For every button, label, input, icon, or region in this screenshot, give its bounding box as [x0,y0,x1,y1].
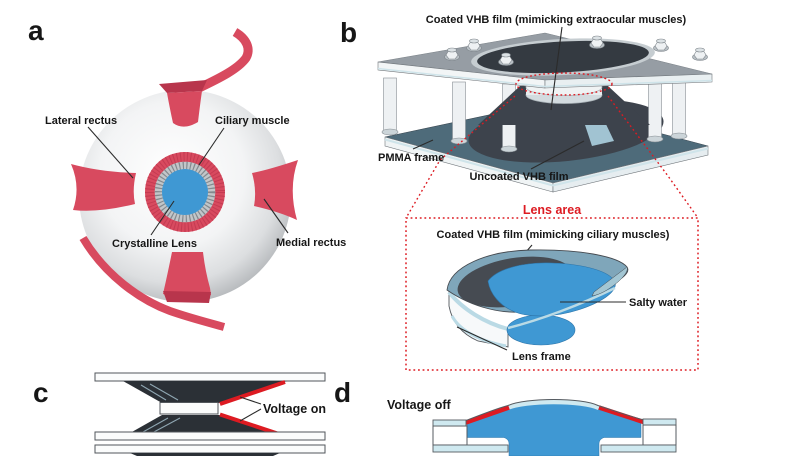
label-salty-water: Salty water [629,297,688,309]
ciliary-lens-assembly [145,152,225,232]
label-lateral-rectus: Lateral rectus [45,115,117,127]
top-plate-bar [94,372,326,382]
membrane-outline [460,399,648,423]
superior-rectus-muscle [167,91,202,127]
top-pmma-plate [377,32,713,89]
zonule-spokes [154,161,216,223]
pointer-uncoated-vhb [530,140,585,170]
pillar [646,79,664,143]
pointer-ciliary-muscle [198,127,225,166]
superior-rectus-top-face [159,80,207,93]
bottom-plate-bar-1 [94,431,326,441]
frame-top-cyan-strip [447,290,509,331]
lens-area-box: Lens area Coated VHB film (mimicking cil… [405,203,699,371]
lens-area-dotted-border [405,217,699,371]
superior-oblique-ribbon [197,28,253,93]
flattened-lens-bar [159,402,219,415]
pillar [381,77,399,136]
bottom-plate-bar-2 [94,444,326,454]
bolts [444,35,708,66]
frame-left-bottom-plate [432,444,509,453]
inferior-oblique-ribbon [79,235,226,331]
bolt-icon [692,47,708,61]
frame-right-body [642,424,677,446]
inferior-rectus-muscle [163,252,211,299]
bolt-icon [444,47,460,61]
label-lens-frame: Lens frame [512,351,571,363]
label-crystalline-lens: Crystalline Lens [112,238,197,250]
label-voltage-on: Voltage on [263,402,326,416]
upper-film-cone [123,381,287,403]
lens-frame-right [600,418,677,453]
membrane-uncoated-center [506,399,601,411]
disc-right-rim [591,266,628,297]
panel-d: d Voltage off [334,377,677,456]
label-uncoated-vhb: Uncoated VHB film [469,171,568,183]
cut-edge-highlight [507,286,616,330]
upper-electrode-red [219,380,286,406]
frame-left-body [432,425,468,446]
bottom-plate-cyan-line [384,138,709,187]
pointer-lateral-rectus [87,126,134,179]
lens-cutaway [446,249,629,348]
coated-film-cone [478,86,650,125]
membrane-electrode-left [462,405,510,426]
coated-extraocular-film [477,40,649,74]
bolt-icon [653,38,669,52]
second-cell-film-cutoff [130,453,280,456]
frame-left-top-plate [432,419,467,427]
pointer-medial-rectus [263,198,289,234]
panel-b: b [340,14,713,371]
pointer-voltage-on [239,396,262,422]
panel-a: a Lateral rectus Ciliary muscle Crystall… [28,15,346,331]
label-medial-rectus: Medial rectus [276,237,346,249]
pointer-lens-frame [456,326,508,351]
panel-c: c Voltage on [33,372,326,456]
panel-c-letter: c [33,377,49,408]
pointer-coated-extraocular [550,26,563,111]
panel-a-letter: a [28,15,44,46]
frame-right-bottom-plate [600,444,677,453]
pointer-crystalline-lens [150,200,175,236]
label-coated-extraocular: Coated VHB film (mimicking extraocular m… [426,14,687,26]
upper-film-streaks [140,383,179,401]
zoom-connector-right [607,95,699,219]
crystalline-lens-disc [162,169,208,215]
label-lens-area: Lens area [523,203,582,217]
ciliary-ring-texture [145,152,225,232]
label-coated-ciliary: Coated VHB film (mimicking ciliary muscl… [437,229,670,241]
pillar [670,77,688,140]
lens-frame-left [432,419,509,453]
frame-bottom-cyan-strip [450,315,507,348]
medial-rectus-muscle [252,160,298,220]
frame-right-top-plate [642,418,677,426]
label-pmma-frame: PMMA frame [378,152,444,164]
inferior-rectus-dark-band [163,291,211,303]
label-ciliary-muscle: Ciliary muscle [215,115,290,127]
pointer-pmma-frame [412,139,434,150]
top-plate-cyan-line [377,67,713,88]
membrane-electrode-right [598,405,646,425]
bolt-icon [589,35,605,49]
lens-dotted-ellipse [515,72,613,96]
panel-d-letter: d [334,377,351,408]
bolt-icon [466,38,482,52]
lower-film-streaks [142,417,181,434]
panel-b-letter: b [340,17,357,48]
label-voltage-off: Voltage off [387,398,451,412]
pillar [450,81,468,145]
bolt-icon [498,52,514,66]
lateral-rectus-muscle [71,164,136,211]
salty-water-dome [487,262,616,317]
zoom-connector-left [405,95,516,219]
